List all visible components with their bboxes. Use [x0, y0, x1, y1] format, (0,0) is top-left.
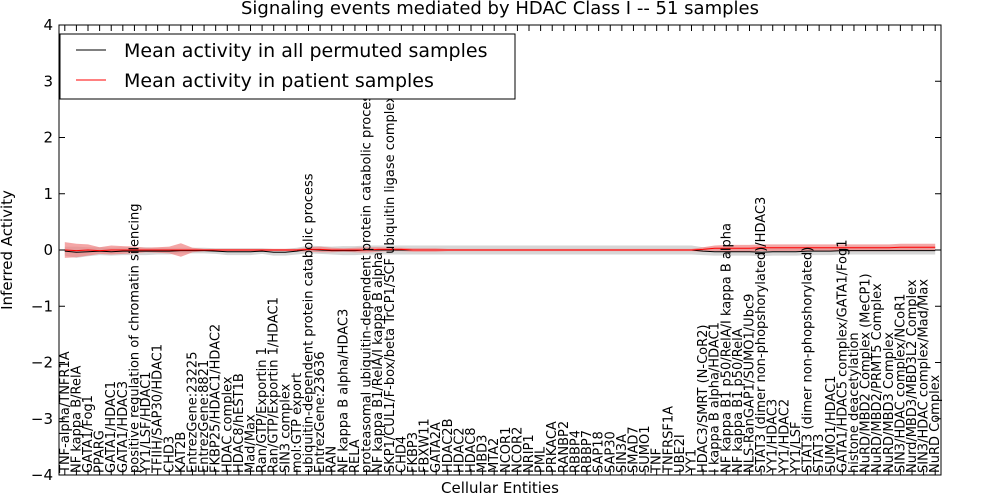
x-category-label: NF kappa B1 p50/RelA/I kappa B alpha [719, 223, 734, 473]
y-tick-label: −4 [31, 466, 53, 484]
x-category-label: HDAC2 [452, 427, 467, 473]
x-category-label: TNFRSF1A [661, 406, 676, 474]
x-category-label: PPARG [93, 430, 108, 473]
legend-label-patient: Mean activity in patient samples [124, 70, 434, 92]
x-category-label: GATA1/HDAC1 [104, 381, 119, 473]
legend-box [59, 33, 516, 100]
x-category-label: HDAC8/hEST1B [232, 373, 247, 473]
x-category-label: RBBP7 [580, 430, 595, 473]
y-tick-label: 0 [43, 241, 53, 259]
x-category-label: NuRD Complex [928, 375, 943, 473]
legend-label-permuted: Mean activity in all permuted samples [124, 40, 487, 62]
x-category-label: Ran/GTP/Exportin 1 [255, 347, 270, 473]
x-category-label: RELA [348, 439, 363, 473]
x-category-label: NCOR2 [510, 427, 525, 473]
x-category-label: ubiquitin-dependent protein catabolic pr… [302, 173, 317, 473]
y-tick-label: 4 [43, 16, 53, 34]
x-category-label: NLS-RanGAP1/SUMO1/Ubc9 [743, 294, 758, 473]
x-category-label: GATA1/HDAC5 complex/GATA1/Fog1 [835, 239, 850, 473]
x-category-label: SAP30 [603, 431, 618, 473]
x-category-label: SMAD7 [627, 426, 642, 473]
x-category-label: SAP18 [592, 431, 607, 473]
y-tick-label: 3 [43, 72, 53, 90]
x-category-label: HDAC2B [441, 419, 456, 474]
x-category-label: SIN3/HDAC complex/NCoR1 [893, 294, 908, 473]
x-category-label: YY1/LSF/HDAC1 [139, 372, 154, 474]
x-category-label: Nurd/MBD3/MBD3L2 Complex [905, 279, 920, 473]
y-axis-label: Inferred Activity [0, 190, 16, 310]
y-tick-label: −3 [31, 410, 53, 428]
x-category-label: TNF-alpha/TNFR1A [58, 351, 73, 474]
x-category-label: MTA2 [487, 438, 502, 473]
x-category-label: EntrezGene:23225 [186, 352, 201, 473]
x-axis-label: Cellular Entities [441, 479, 559, 497]
x-category-label: RBBP4 [568, 430, 583, 473]
x-category-label: SKP1/CUL1/F-box/beta TrCP1/SCF ubiquitin… [383, 95, 398, 473]
x-category-label: UBE2I [673, 434, 688, 473]
x-category-label: SIN3/HDAC complex/Mad/Max [917, 279, 932, 473]
x-category-label: HDAC3/SMRT (N-CoR2) [696, 325, 711, 473]
chart-title: Signaling events mediated by HDAC Class … [241, 0, 759, 19]
x-category-label: FBXW11 [418, 418, 433, 473]
x-category-label: HDAC8 [464, 427, 479, 473]
x-category-label: CHD4 [394, 436, 409, 473]
x-category-label: TFIIH/SAP30/HDAC1 [151, 344, 166, 474]
x-category-label: NRIP1 [522, 434, 537, 473]
x-category-label: NF kappa B/RelA [69, 365, 84, 473]
x-category-label: STAT3 (dimer non-phopshorylated) [801, 247, 816, 473]
x-category-label: KAT2B [174, 432, 189, 473]
x-category-label: NuRD/MBD2 Complex (MeCP1) [859, 273, 874, 473]
x-category-label: SUMO1 [638, 426, 653, 474]
y-tick-label: −1 [31, 297, 53, 315]
x-category-label: STAT3 [812, 434, 827, 473]
y-tick-label: −2 [31, 354, 53, 372]
x-category-label: NF kappa B alpha/HDAC3 [336, 309, 351, 473]
x-category-label: RANBP2 [557, 421, 572, 473]
x-category-label: YY1/LSF [789, 421, 804, 474]
x-category-label: SUMO1/HDAC1 [824, 376, 839, 473]
x-category-label: NuRD/MBD3 Complex [882, 332, 897, 473]
x-category-label: SIN3A [615, 434, 630, 473]
x-category-label: FKBP3 [406, 432, 421, 473]
x-category-label: CHD3 [162, 436, 177, 473]
x-category-label: positive regulation of chromatin silenci… [127, 203, 142, 473]
x-category-label: FKBP25/HDAC1/HDAC2 [209, 324, 224, 473]
x-category-label: TNF [650, 448, 665, 474]
x-category-label: YY1/HDAC2 [777, 399, 792, 474]
x-category-label: PML [534, 446, 549, 473]
x-category-label: histone deacetylation [847, 332, 862, 473]
x-category-label: proteasomal ubiquitin-dependent protein … [360, 88, 375, 473]
x-category-label: SIN3 complex [278, 383, 293, 473]
x-category-label: mol:GTP export [290, 373, 305, 473]
x-category-label: PRKACA [545, 421, 560, 473]
x-category-label: NuRD/MBD2/PRMT5 Complex [870, 283, 885, 473]
x-category-label: EntrezGene:8821 [197, 360, 212, 473]
x-category-label: YY1 [685, 449, 700, 474]
x-category-label: GATA1/Fog1 [81, 395, 96, 473]
x-category-label: I kappa B alpha/HDAC1 [708, 322, 723, 473]
x-category-label: HDAC complex [220, 376, 235, 473]
y-tick-label: 2 [43, 129, 53, 147]
patient-mean-line [64, 246, 936, 252]
x-category-label: MBD3 [476, 435, 491, 473]
x-category-label: RAN [325, 446, 340, 473]
x-category-label: Mad/Max [244, 414, 259, 473]
x-category-label: Ran/GTP/Exportin 1/HDAC1 [267, 297, 282, 473]
x-category-label: NCOR1 [499, 427, 514, 473]
x-category-label: NF kappa B1/RelA/I kappa B alpha [371, 252, 386, 473]
x-category-label: YY1/HDAC3 [766, 399, 781, 474]
x-category-label: STAT3 (dimer non-phopshorylated)/HDAC3 [754, 197, 769, 473]
x-category-label: GATA1/HDAC3 [116, 381, 131, 473]
y-tick-label: 1 [43, 185, 53, 203]
x-category-label: GATA2A [429, 422, 444, 473]
x-category-label: EntrezGene:23636 [313, 352, 328, 473]
x-category-label: NF kappa B1 p50/RelA [731, 328, 746, 473]
